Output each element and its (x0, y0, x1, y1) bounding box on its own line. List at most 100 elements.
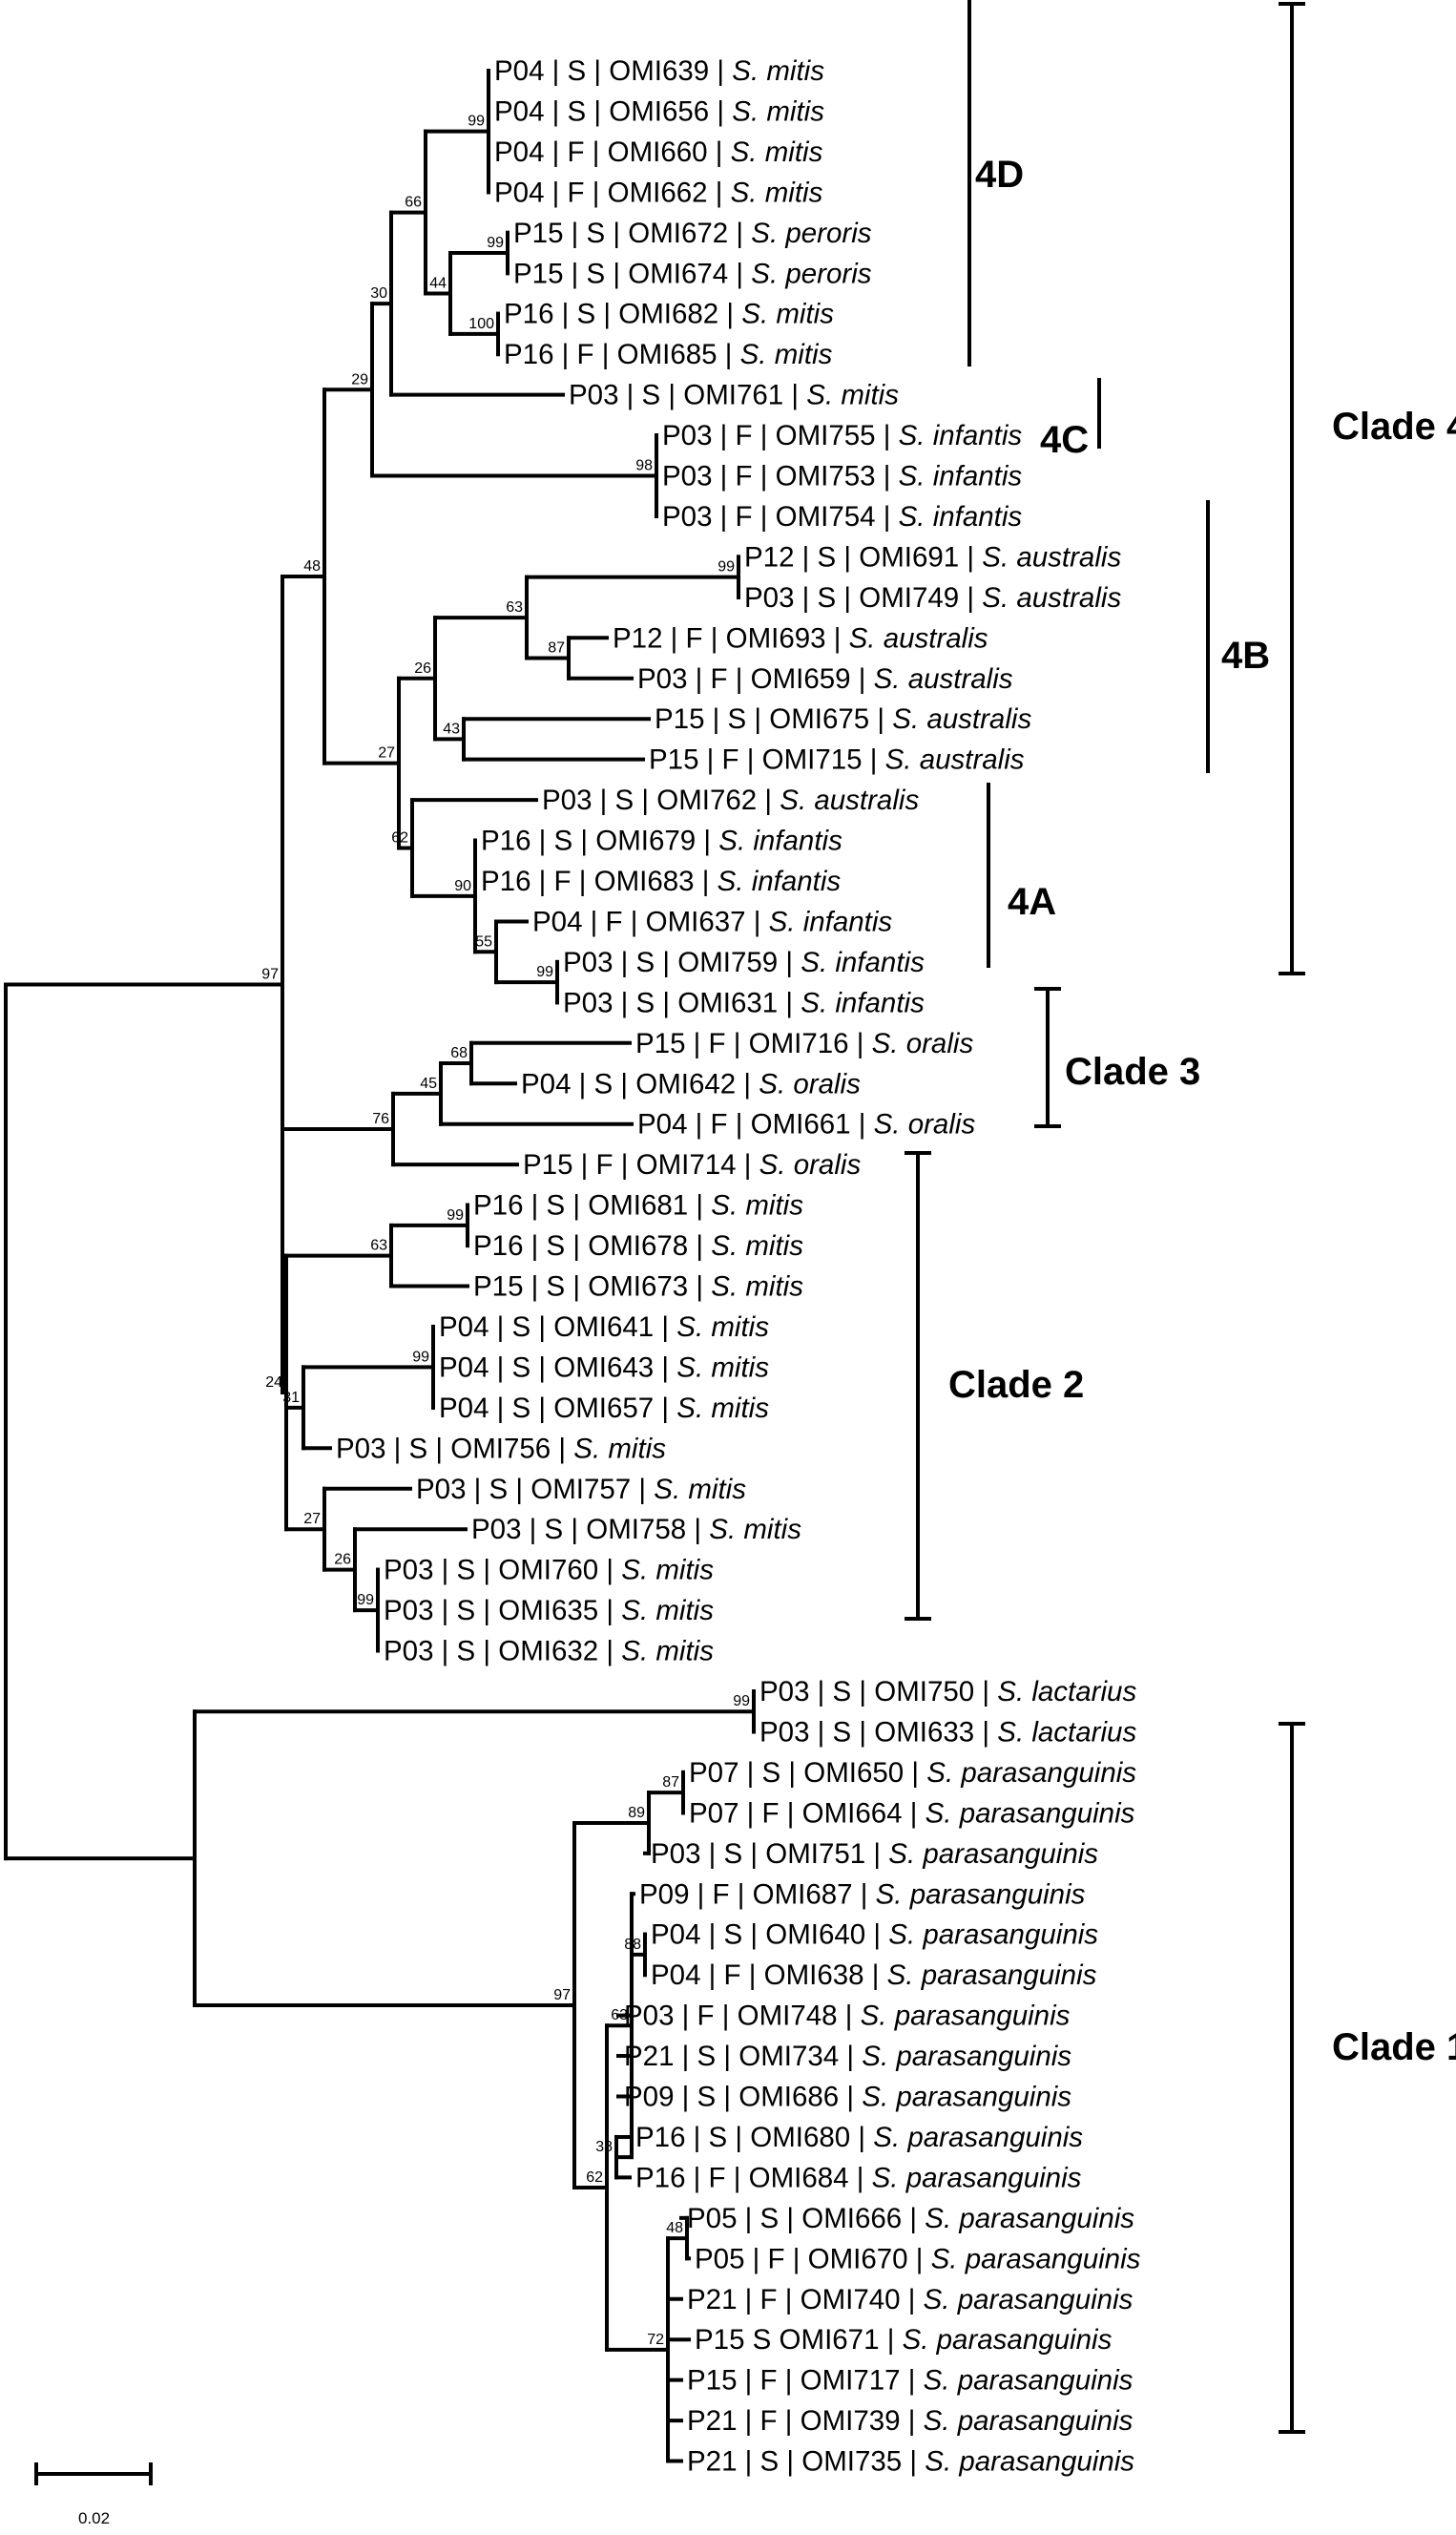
leaf-strain: P04 | F | OMI662 | (494, 177, 731, 208)
bootstrap-value: 62 (391, 830, 408, 847)
bootstrap-value: 63 (611, 2007, 628, 2023)
bootstrap-value: 31 (282, 1390, 300, 1406)
leaf-label: P15 | S | OMI674 | S. peroris (513, 258, 872, 289)
clade-label-4c: 4C (1040, 419, 1089, 461)
clade-label-group: 4D 4C 4B 4A Clade 4 Clade 3 Clade 2 Clad… (948, 154, 1456, 2068)
leaf-species: S. australis (892, 703, 1031, 735)
leaf-strain: P03 | S | OMI632 | (384, 1636, 621, 1667)
leaf-strain: P15 | S | OMI675 | (655, 703, 892, 735)
leaf-label: P03 | F | OMI748 | S. parasanguinis (624, 2001, 1071, 2032)
leaf-strain: P07 | F | OMI664 | (689, 1797, 926, 1829)
leaf-label: P03 | S | OMI635 | S. mitis (384, 1595, 714, 1626)
leaf-species: S. australis (885, 744, 1025, 776)
leaf-label: P16 | S | OMI680 | S. parasanguinis (635, 2122, 1083, 2153)
leaf-species: S. oralis (874, 1109, 976, 1141)
leaf-strain: P04 | F | OMI660 | (494, 136, 731, 168)
leaf-label: P04 | F | OMI638 | S. parasanguinis (651, 1959, 1097, 1991)
leaf-species: S. mitis (621, 1595, 714, 1626)
leaf-species: S. peroris (751, 258, 871, 289)
leaf-label: P03 | S | OMI759 | S. infantis (563, 947, 925, 978)
bootstrap-value: 100 (468, 316, 494, 332)
clade-label-4a: 4A (1008, 881, 1056, 923)
leaf-species: S. parasanguinis (926, 1757, 1136, 1789)
leaf-species: S. mitis (711, 1230, 803, 1262)
leaf-label: P04 | F | OMI660 | S. mitis (494, 136, 823, 168)
leaf-species: S. parasanguinis (872, 2162, 1082, 2193)
leaf-strain: P16 | S | OMI680 | (635, 2122, 873, 2153)
leaf-strain: P09 | S | OMI686 | (624, 2082, 862, 2113)
leaf-label: P21 | S | OMI734 | S. parasanguinis (624, 2041, 1071, 2072)
clade-label-clade-1: Clade 1 (1332, 2026, 1456, 2068)
leaf-strain: P21 | S | OMI734 | (624, 2041, 862, 2072)
leaf-strain: P15 | F | OMI716 | (635, 1028, 872, 1059)
leaf-strain: P03 | S | OMI631 | (563, 987, 801, 1018)
leaf-strain: P04 | F | OMI661 | (637, 1109, 874, 1141)
leaf-label: P16 | S | OMI681 | S. mitis (473, 1190, 803, 1222)
bootstrap-value: 27 (378, 745, 395, 762)
leaf-species: S. parasanguinis (862, 2082, 1071, 2113)
bracket-clade-1 (1279, 1722, 1305, 2434)
leaf-species: S. mitis (732, 95, 824, 127)
bootstrap-value: 26 (334, 1552, 351, 1568)
leaf-species: S. parasanguinis (887, 1959, 1097, 1991)
leaf-species: S. parasanguinis (931, 2243, 1141, 2274)
clade-label-clade-3: Clade 3 (1065, 1051, 1200, 1093)
clade-brackets (905, 0, 1305, 2434)
leaf-species: S. mitis (806, 380, 899, 411)
leaf-strain: P04 | S | OMI656 | (494, 95, 732, 127)
leaf-species: S. mitis (711, 1190, 803, 1222)
bootstrap-value: 26 (414, 660, 431, 677)
leaf-label: P15 | F | OMI716 | S. oralis (635, 1028, 973, 1059)
leaf-strain: P05 | S | OMI666 | (687, 2203, 925, 2234)
leaf-strain: P03 | S | OMI757 | (416, 1474, 654, 1505)
leaf-label: P03 | S | OMI750 | S. lactarius (759, 1676, 1136, 1707)
leaf-strain: P03 | S | OMI633 | (759, 1716, 997, 1748)
bootstrap-value: 48 (666, 2220, 683, 2236)
leaf-strain: P21 | F | OMI739 | (687, 2405, 924, 2437)
leaf-strain: P16 | F | OMI684 | (635, 2162, 872, 2193)
bootstrap-value: 99 (468, 114, 485, 130)
leaf-species: S. parasanguinis (873, 2122, 1083, 2153)
leaf-label: P04 | S | OMI641 | S. mitis (439, 1311, 769, 1343)
bootstrap-labels: 9999100446630982999876343269955906227486… (261, 114, 750, 2348)
leaf-strain: P04 | S | OMI642 | (521, 1068, 759, 1100)
bootstrap-value: 44 (429, 275, 447, 291)
leaf-species: S. parasanguinis (924, 2365, 1134, 2397)
leaf-label: P07 | F | OMI664 | S. parasanguinis (689, 1797, 1135, 1829)
leaf-strain: P12 | S | OMI691 | (744, 541, 982, 573)
leaf-species: S. mitis (676, 1311, 769, 1343)
leaf-strain: P03 | F | OMI748 | (624, 2001, 861, 2032)
leaf-label: P21 | F | OMI740 | S. parasanguinis (687, 2284, 1134, 2315)
leaf-strain: P03 | S | OMI635 | (384, 1595, 621, 1626)
leaf-species: S. mitis (621, 1555, 714, 1586)
leaf-species: S. peroris (751, 218, 871, 249)
leaf-label: P05 | F | OMI670 | S. parasanguinis (695, 2243, 1141, 2274)
leaf-species: S. infantis (718, 866, 842, 897)
leaf-strain: P21 | S | OMI735 | (687, 2446, 925, 2478)
leaf-species: S. infantis (801, 987, 925, 1018)
leaf-label: P03 | F | OMI753 | S. infantis (662, 461, 1022, 492)
leaf-strain: P04 | S | OMI641 | (439, 1311, 676, 1343)
leaf-species: S. infantis (769, 906, 893, 937)
leaf-label: P16 | S | OMI678 | S. mitis (473, 1230, 803, 1262)
leaf-label: P21 | F | OMI739 | S. parasanguinis (687, 2405, 1134, 2437)
bootstrap-value: 87 (548, 640, 565, 657)
leaf-strain: P03 | S | OMI760 | (384, 1555, 621, 1586)
leaf-label: P07 | S | OMI650 | S. parasanguinis (689, 1757, 1136, 1789)
leaf-label: P03 | S | OMI749 | S. australis (744, 582, 1121, 614)
leaf-label: P03 | S | OMI751 | S. parasanguinis (651, 1838, 1098, 1870)
leaf-species: S. mitis (732, 55, 824, 87)
leaf-label: P05 | S | OMI666 | S. parasanguinis (687, 2203, 1134, 2234)
leaf-label: P03 | S | OMI762 | S. australis (542, 785, 919, 816)
leaf-strain: P03 | F | OMI755 | (662, 420, 899, 451)
leaf-strain: P16 | S | OMI679 | (481, 826, 718, 857)
bootstrap-value: 90 (454, 878, 471, 894)
leaf-species: S. parasanguinis (925, 2446, 1134, 2478)
leaf-strain: P04 | S | OMI643 | (439, 1351, 676, 1383)
leaf-label: P04 | S | OMI643 | S. mitis (439, 1351, 769, 1383)
leaf-strain: P03 | S | OMI758 | (471, 1514, 709, 1545)
leaf-species: S. mitis (731, 136, 823, 168)
bootstrap-value: 30 (370, 285, 387, 302)
leaf-strain: P15 | F | OMI717 | (687, 2365, 924, 2397)
